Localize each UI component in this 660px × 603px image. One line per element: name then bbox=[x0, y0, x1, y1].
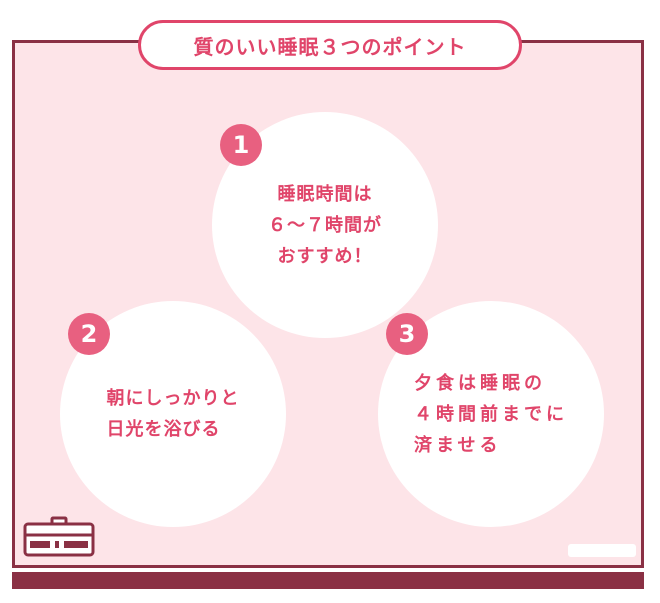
point-number-badge-2: 2 bbox=[68, 313, 110, 355]
eraser-icon bbox=[568, 544, 636, 557]
page-title: 質のいい睡眠３つのポイント bbox=[138, 20, 522, 70]
page-title-text: 質のいい睡眠３つのポイント bbox=[193, 34, 467, 59]
point-text-1: 睡眠時間は ６～７時間が おすすめ！ bbox=[268, 183, 382, 267]
toolbox-icon bbox=[23, 516, 95, 557]
point-text-3: 夕食は睡眠の ４時間前までに 済ませる bbox=[414, 372, 568, 456]
point-number-3: 3 bbox=[398, 320, 416, 348]
point-number-badge-1: 1 bbox=[220, 124, 262, 166]
board-tray bbox=[12, 572, 644, 589]
point-number-1: 1 bbox=[232, 131, 250, 159]
point-number-2: 2 bbox=[80, 320, 98, 348]
point-text-2: 朝にしっかりと 日光を浴びる bbox=[106, 388, 240, 440]
point-number-badge-3: 3 bbox=[386, 313, 428, 355]
